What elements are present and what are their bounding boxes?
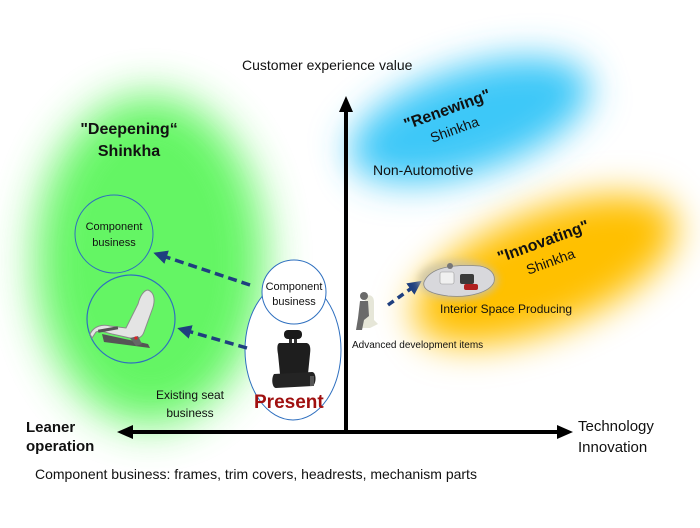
deepening-component-line2: business (92, 237, 136, 249)
footnote: Component business: frames, trim covers,… (35, 466, 477, 482)
y-axis-arrowhead (339, 96, 353, 112)
deepening-seat-circle (86, 274, 176, 364)
deepening-region (35, 95, 265, 425)
dashed-arrow-component (153, 250, 251, 287)
x-axis-right-label: Technology Innovation (578, 416, 654, 458)
x-left-line2: operation (26, 438, 95, 455)
innovating-subtitle: Interior Space Producing (440, 302, 573, 316)
x-right-line2: Innovation (578, 439, 648, 456)
deepening-component-label: Component business (75, 219, 153, 251)
car-seat-icon (272, 330, 316, 388)
dashed-arrow-seat (177, 325, 248, 350)
deepening-component-circle (74, 194, 154, 274)
dashed-arrow-advanced (386, 280, 422, 307)
seated-person-icon (356, 292, 378, 330)
x-axis-right-arrowhead (557, 425, 573, 439)
existing-seat-line1: Existing seat (155, 388, 225, 402)
renewing-subtitle: Non-Automotive (373, 162, 474, 178)
sport-seat-icon (89, 289, 155, 348)
vehicle-interior-icon (418, 260, 498, 300)
present-component-line2: business (272, 296, 316, 308)
x-left-line1: Leaner (26, 419, 76, 436)
present-label: Present (254, 392, 324, 413)
present-component-line1: Component (265, 281, 323, 293)
x-axis-left-arrowhead (117, 425, 133, 439)
deepening-title-line1: "Deepening“ (80, 121, 178, 138)
advanced-label: Advanced development items (352, 340, 484, 351)
existing-seat-label: Existing seat business (143, 386, 237, 422)
deepening-title-line2: Shinkha (97, 143, 161, 160)
present-component-circle (261, 259, 327, 325)
y-axis-label: Customer experience value (242, 57, 413, 73)
deepening-component-line1: Component (85, 221, 143, 233)
x-right-line1: Technology (578, 418, 654, 435)
deepening-title: "Deepening“ Shinkha (74, 119, 184, 163)
present-component-label: Component business (260, 280, 328, 310)
innovating-region (413, 194, 677, 346)
x-axis-left-label: Leaner operation (26, 418, 94, 456)
existing-seat-line2: business (166, 406, 214, 420)
renewing-region (350, 57, 590, 183)
